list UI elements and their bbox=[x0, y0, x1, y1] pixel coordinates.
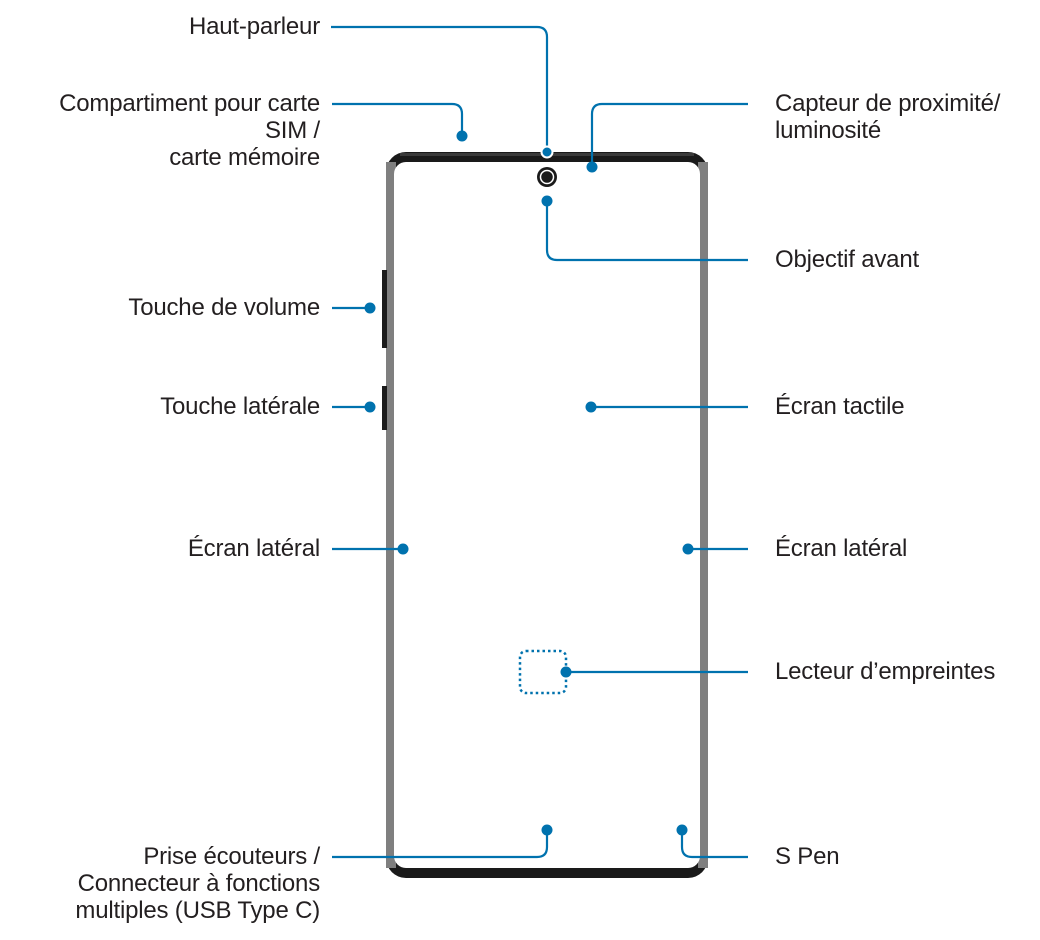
dot-speaker bbox=[540, 145, 554, 159]
leader-sim-tray bbox=[332, 102, 464, 136]
leader-lines bbox=[331, 25, 748, 859]
label-speaker: Haut-parleur bbox=[189, 13, 320, 40]
side-frame-left bbox=[386, 162, 396, 868]
screen-area bbox=[394, 162, 700, 868]
front-camera-ring bbox=[539, 169, 555, 185]
side-key bbox=[382, 386, 387, 430]
label-line: carte mémoire bbox=[169, 144, 320, 171]
leader-front-camera bbox=[545, 201, 748, 262]
label-edge-screen-left: Écran latéral bbox=[188, 535, 320, 562]
dot-s-pen bbox=[676, 824, 688, 836]
label-line: Objectif avant bbox=[775, 246, 919, 273]
label-line: S Pen bbox=[775, 843, 840, 870]
dot-earphone-jack bbox=[541, 824, 553, 836]
dot-touchscreen bbox=[585, 401, 597, 413]
dot-fingerprint bbox=[560, 666, 572, 678]
volume-key bbox=[382, 270, 387, 348]
dot-edge-right bbox=[682, 543, 694, 555]
leader-s-pen bbox=[680, 830, 748, 859]
label-fingerprint-sensor: Lecteur d’empreintes bbox=[775, 658, 995, 685]
label-line: Lecteur d’empreintes bbox=[775, 658, 996, 685]
leader-proximity bbox=[590, 102, 748, 167]
label-line: Connecteur à fonctions bbox=[77, 870, 321, 897]
label-line: Prise écouteurs / bbox=[143, 843, 320, 870]
label-front-camera: Objectif avant bbox=[775, 246, 919, 273]
dot-front-camera bbox=[541, 195, 553, 207]
dot-volume bbox=[364, 302, 376, 314]
fingerprint-sensor-area bbox=[518, 649, 568, 695]
label-line: Compartiment pour carte bbox=[59, 90, 320, 117]
phone-body bbox=[382, 152, 708, 878]
leader-earphone-jack bbox=[332, 830, 549, 859]
label-s-pen: S Pen bbox=[775, 843, 840, 870]
dot-edge-left bbox=[397, 543, 409, 555]
label-side-key: Touche latérale bbox=[160, 393, 320, 420]
label-touchscreen: Écran tactile bbox=[775, 393, 905, 420]
label-edge-screen-right: Écran latéral bbox=[775, 535, 907, 562]
label-line: Touche latérale bbox=[160, 393, 320, 420]
leader-speaker bbox=[331, 25, 549, 152]
label-proximity-sensor: Capteur de proximité/luminosité bbox=[775, 90, 1000, 144]
front-camera-lens bbox=[543, 173, 551, 181]
label-line: Haut-parleur bbox=[189, 13, 320, 40]
side-frame-right bbox=[698, 162, 708, 868]
label-line: Touche de volume bbox=[128, 294, 320, 321]
label-line: Capteur de proximité/ bbox=[775, 90, 1001, 117]
label-line: Écran latéral bbox=[187, 535, 320, 562]
label-line: luminosité bbox=[775, 117, 882, 144]
dot-proximity bbox=[586, 161, 598, 173]
label-volume-key: Touche de volume bbox=[128, 294, 320, 321]
label-line: Écran tactile bbox=[775, 393, 905, 420]
dot-side-key bbox=[364, 401, 376, 413]
label-line: Écran latéral bbox=[775, 535, 908, 562]
label-line: multiples (USB Type C) bbox=[75, 897, 320, 924]
callout-dots bbox=[364, 130, 694, 836]
dot-sim-tray bbox=[456, 130, 468, 142]
label-line: SIM / bbox=[264, 117, 320, 144]
